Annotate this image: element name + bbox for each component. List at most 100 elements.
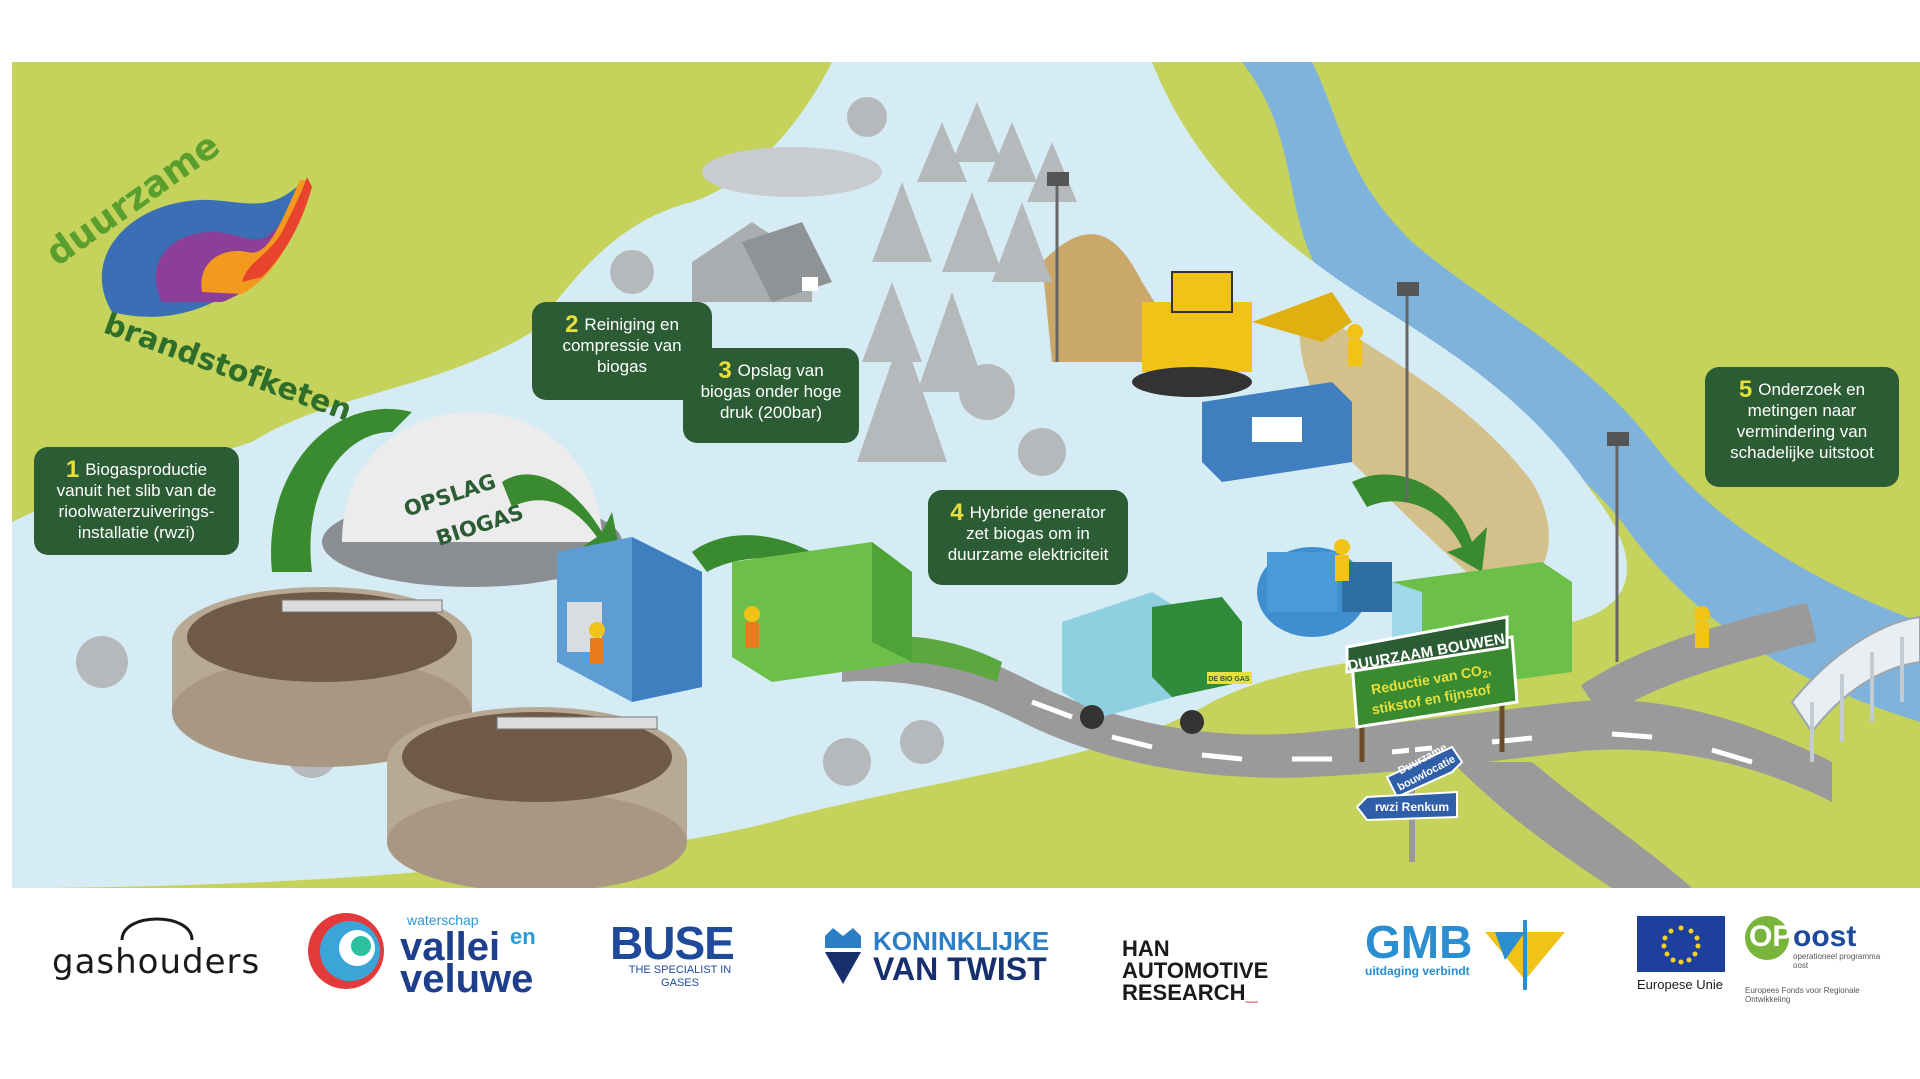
site-cabin [1202, 382, 1352, 482]
signpost [1355, 742, 1464, 862]
gashouders-text: gashouders [52, 942, 261, 982]
flow-arrow [271, 408, 412, 572]
step-number: 2 [565, 311, 579, 338]
bridge-pillars [1810, 637, 1904, 762]
worker [745, 622, 759, 648]
partner-logos: gashouders waterschap vallei en veluwe B… [0, 900, 1920, 1020]
kvt-line-1: KONINKLIJKE [873, 926, 1050, 956]
flow-arrow [1352, 474, 1487, 572]
tree [959, 364, 1015, 420]
vallei-drop-icon [308, 913, 384, 989]
step-number: 3 [718, 357, 732, 384]
tree [857, 332, 947, 462]
truck-label: DE BIO GAS [1208, 676, 1250, 683]
logo-han: HAN AUTOMOTIVE RESEARCH_ [1122, 936, 1302, 1004]
signpost-arrow-2: rwzi Renkum [1375, 800, 1449, 814]
kvt-line-2: VAN TWIST [873, 951, 1047, 987]
tree [823, 738, 871, 786]
worker [1348, 340, 1362, 366]
worker [1334, 539, 1350, 555]
tree [862, 282, 922, 362]
worker [1347, 324, 1363, 340]
crown-shield-icon [825, 928, 861, 984]
tree [76, 636, 128, 688]
buse-text: BUSE [610, 917, 735, 969]
gas-container-1 [732, 542, 912, 682]
logo-eu: Europese Unie [1637, 916, 1737, 1001]
logo-buse: BUSE THE SPECIALIST IN GASES [610, 917, 750, 1002]
gas-truck [1062, 592, 1252, 734]
scene-svg: duurzame brandstofketen [12, 62, 1920, 888]
tree [942, 192, 1002, 272]
worker [744, 606, 760, 622]
eu-label: Europese Unie [1637, 977, 1723, 992]
han-line-1: HAN AUTOMOTIVE [1122, 936, 1269, 983]
flow-arrow [502, 474, 622, 562]
eu-flag-icon [1637, 916, 1725, 972]
logo-van-twist: KONINKLIJKE VAN TWIST [823, 928, 1053, 998]
worker [1335, 555, 1349, 581]
tree [952, 102, 1002, 162]
buse-sub-1: THE SPECIALIST IN [628, 964, 732, 976]
op-text: OP [1749, 920, 1793, 953]
worker-figures [589, 324, 1710, 664]
construction-sign [1345, 615, 1519, 762]
tree [610, 250, 654, 294]
side-road [1580, 602, 1817, 719]
flow-arrow [692, 535, 867, 607]
sand-bank [1299, 302, 1549, 602]
river [1242, 62, 1920, 722]
han-underscore: _ [1245, 980, 1258, 1005]
step-number: 1 [65, 456, 80, 483]
lamp [1607, 432, 1629, 446]
logo-op-oost: OP oost operationeel programma oost Euro… [1745, 916, 1885, 1004]
step-number: 4 [950, 499, 964, 526]
digester-2 [387, 707, 687, 888]
digester-1 [172, 587, 472, 767]
road-down [1452, 762, 1692, 888]
gashouders-arch-icon [120, 917, 194, 940]
worker [1694, 606, 1710, 622]
lamp [1047, 172, 1069, 186]
worker [1695, 622, 1709, 648]
bridge-walkway [281, 599, 443, 613]
tree [992, 202, 1052, 282]
vallei-small-text: waterschap [407, 912, 479, 928]
logo-gashouders: gashouders [52, 900, 262, 990]
han-line-2: RESEARCH [1122, 980, 1246, 1005]
worker [589, 622, 605, 638]
bridge [1790, 615, 1920, 734]
gmb-arrow-icon [1485, 920, 1565, 990]
vallei-word: vallei [400, 925, 501, 969]
biogas-dome [322, 412, 622, 587]
logo-gmb: GMB uitdaging verbindt [1365, 916, 1575, 1000]
light-towers [1055, 182, 1619, 662]
buse-sub-2: GASES [661, 977, 699, 989]
tree [900, 720, 944, 764]
step-number: 5 [1738, 376, 1753, 403]
op-circle-icon [1745, 916, 1789, 960]
illustration-panel: duurzame brandstofketen [12, 62, 1920, 888]
tree [917, 292, 987, 392]
vallei-en: en [510, 924, 536, 949]
worker [590, 638, 604, 664]
oost-text: oost [1793, 920, 1857, 953]
lamp [1397, 282, 1419, 296]
veluwe-word: veluwe [400, 957, 534, 1001]
tree [847, 97, 887, 137]
logo-vallei-veluwe: waterschap vallei en veluwe [305, 910, 536, 1001]
tree [917, 122, 967, 182]
op-sub: operationeel programma oost [1793, 952, 1881, 970]
bridge-walkway [496, 716, 658, 730]
op-bottom: Europees Fonds voor Regionale Ontwikkeli… [1745, 986, 1860, 1004]
gmb-text: GMB [1365, 916, 1473, 968]
tree [987, 122, 1037, 182]
bulldozer [1132, 271, 1352, 397]
gmb-sub: uitdaging verbindt [1365, 964, 1470, 978]
tree [1018, 428, 1066, 476]
